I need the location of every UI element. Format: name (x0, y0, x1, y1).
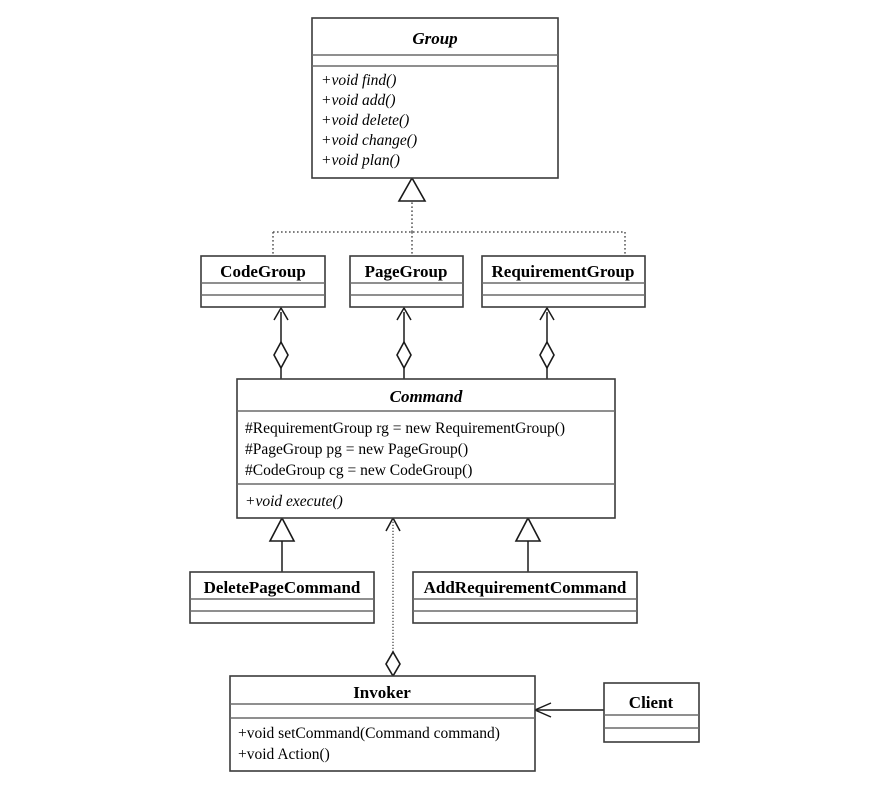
class-method: +void plan() (321, 152, 400, 169)
class-method: +void delete() (321, 112, 409, 129)
class-name-requirement-group: RequirementGroup (492, 262, 635, 281)
class-name-group: Group (412, 29, 457, 48)
class-method: +void execute() (245, 493, 343, 510)
rel-aggregation-pagegroup (396, 306, 412, 379)
class-box-delete-page-command[interactable]: DeletePageCommand (189, 571, 375, 624)
class-name-client: Client (629, 693, 674, 712)
class-frame (349, 255, 464, 308)
hollow-triangle-icon (268, 516, 296, 542)
class-frame (236, 378, 616, 519)
relationship-layer (268, 176, 626, 718)
class-box-invoker[interactable]: Invoker +void setCommand(Command command… (229, 675, 536, 772)
rel-aggregation-invoker-command (385, 516, 401, 678)
open-arrow-icon (385, 516, 401, 532)
hollow-triangle-icon (514, 516, 542, 542)
hollow-triangle-icon (397, 176, 427, 202)
class-box-client[interactable]: Client (603, 682, 700, 743)
class-name-invoker: Invoker (353, 683, 411, 702)
class-method: +void change() (321, 132, 417, 149)
hollow-diamond-icon (396, 340, 412, 370)
class-attribute: #RequirementGroup rg = new RequirementGr… (245, 420, 565, 437)
class-frame (603, 682, 700, 743)
class-box-group[interactable]: Group +void find() +void add() +void del… (311, 17, 559, 179)
class-box-page-group[interactable]: PageGroup (349, 255, 464, 308)
class-method: +void Action() (238, 746, 330, 763)
class-method: +void add() (321, 92, 396, 109)
class-frame (481, 255, 646, 308)
rel-realization-group (272, 176, 626, 256)
class-frame (200, 255, 326, 308)
hollow-diamond-icon (385, 650, 401, 678)
hollow-diamond-icon (539, 340, 555, 370)
class-method: +void setCommand(Command command) (238, 725, 500, 742)
rel-aggregation-codegroup (273, 306, 289, 379)
rel-association-client-invoker (533, 702, 604, 718)
hollow-diamond-icon (273, 340, 289, 370)
open-arrow-icon (273, 306, 289, 321)
class-name-add-requirement-command: AddRequirementCommand (424, 578, 627, 597)
class-name-command: Command (390, 387, 463, 406)
open-arrow-icon (396, 306, 412, 321)
class-box-command[interactable]: Command #RequirementGroup rg = new Requi… (236, 378, 616, 519)
class-box-code-group[interactable]: CodeGroup (200, 255, 326, 308)
rel-aggregation-requirementgroup (539, 306, 555, 379)
class-attribute: #CodeGroup cg = new CodeGroup() (245, 462, 472, 479)
class-attribute: #PageGroup pg = new PageGroup() (245, 441, 468, 458)
class-name-code-group: CodeGroup (220, 262, 306, 281)
class-name-page-group: PageGroup (365, 262, 448, 281)
class-box-requirement-group[interactable]: RequirementGroup (481, 255, 646, 308)
class-name-delete-page-command: DeletePageCommand (204, 578, 361, 597)
rel-generalization-deletepage (268, 516, 296, 572)
class-box-add-requirement-command[interactable]: AddRequirementCommand (412, 571, 638, 624)
open-arrow-icon (539, 306, 555, 321)
class-frame (412, 571, 638, 624)
class-frame (229, 675, 536, 772)
class-method: +void find() (321, 72, 396, 89)
rel-generalization-addrequirement (514, 516, 542, 572)
class-frame (189, 571, 375, 624)
class-frame (311, 17, 559, 179)
